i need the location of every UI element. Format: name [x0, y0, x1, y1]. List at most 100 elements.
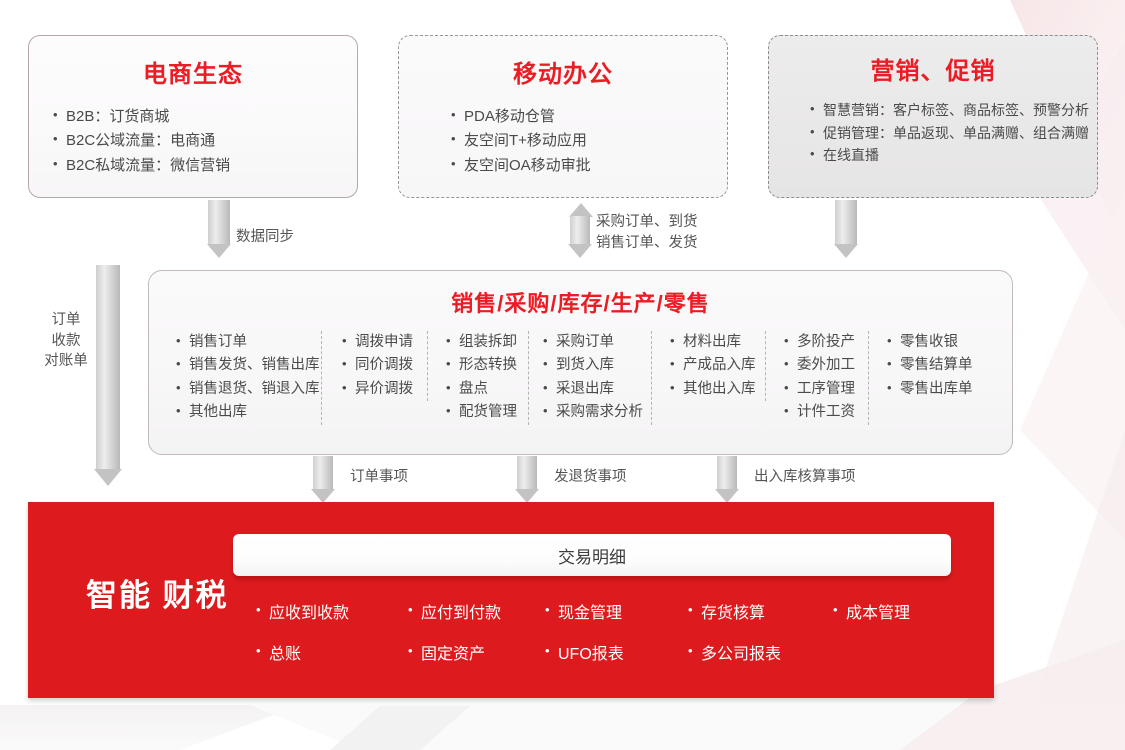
arrow-shaft — [517, 456, 537, 490]
panel-title-intelligent-finance: 智能 财税 — [86, 578, 229, 613]
list-item: 多阶投产 — [784, 330, 861, 354]
list-item: 友空间T+移动应用 — [451, 128, 727, 153]
list-item: 采购订单 — [543, 330, 644, 354]
list-item: 友空间OA移动审批 — [451, 153, 727, 178]
arrow-head-up-icon — [569, 203, 593, 217]
list-item: 零售收银 — [887, 330, 977, 354]
column-items-transfer: 调拨申请 同价调拨 异价调拨 — [342, 330, 420, 401]
column-materials: 材料出库 产成品入库 其他出入库 — [652, 330, 766, 402]
column-items-production: 多阶投产 委外加工 工序管理 计件工资 — [784, 330, 861, 425]
column-items-purchase: 采购订单 到货入库 采退出库 采购需求分析 — [543, 330, 644, 425]
panel-mobile-office[interactable]: 移动办公 PDA移动仓管 友空间T+移动应用 友空间OA移动审批 — [398, 35, 728, 198]
list-item: 调拨申请 — [342, 330, 420, 354]
list-item: 盘点 — [446, 377, 521, 401]
arrow-shaft — [835, 200, 857, 244]
panel-title-mobile-office: 移动办公 — [513, 61, 613, 88]
arrow-label-warehouse-matters: 出入库核算事项 — [754, 469, 856, 485]
column-items-cash: 现金管理 UFO报表 — [545, 593, 688, 676]
list-item: 材料出库 — [670, 330, 758, 354]
list-item: 现金管理 — [545, 593, 688, 635]
panel-intelligent-finance[interactable]: 交易明细 智能 财税 应收到收款 总账 应付到付款 固定资产 现金管理 UFO报… — [28, 502, 994, 698]
arrow-shaft — [96, 265, 120, 469]
list-item: B2C公域流量：电商通 — [53, 128, 357, 153]
list-item: 产成品入库 — [670, 353, 758, 377]
arrow-head-down-icon — [94, 469, 122, 486]
column-items-retail: 零售收银 零售结算单 零售出库单 — [887, 330, 977, 401]
arrow-head-down-icon — [311, 489, 335, 503]
arrow-label-return-matters: 发退货事项 — [554, 469, 627, 485]
list-item: 总账 — [256, 634, 408, 676]
list-item: 存货核算 — [688, 593, 833, 635]
column-production: 多阶投产 委外加工 工序管理 计件工资 — [766, 330, 869, 425]
arrow-label-data-sync: 数据同步 — [236, 229, 294, 245]
list-item: 成本管理 — [833, 593, 953, 635]
list-item: B2C私域流量：微信营销 — [53, 153, 357, 178]
column-items-sales: 销售订单 销售发货、销售出库 销售退货、销退入库 其他出库 — [176, 330, 320, 425]
list-item: 在线直播 — [810, 143, 1097, 167]
column-cash: 现金管理 UFO报表 — [545, 593, 688, 676]
column-purchase: 采购订单 到货入库 采退出库 采购需求分析 — [529, 330, 652, 425]
finance-columns-container: 应收到收款 总账 应付到付款 固定资产 现金管理 UFO报表 存货核算 — [256, 593, 974, 676]
panel-title-ecommerce: 电商生态 — [143, 61, 243, 88]
list-item: 其他出库 — [176, 400, 314, 424]
column-payable: 应付到付款 固定资产 — [408, 593, 545, 676]
list-item: 工序管理 — [784, 377, 861, 401]
list-item: 多公司报表 — [688, 634, 833, 676]
list-item: UFO报表 — [545, 634, 688, 676]
list-item: 配货管理 — [446, 400, 521, 424]
list-item: 到货入库 — [543, 353, 644, 377]
list-item: 促销管理：单品返现、单品满赠、组合满赠 — [810, 121, 1097, 145]
list-item: 委外加工 — [784, 353, 861, 377]
list-item: 固定资产 — [408, 634, 545, 676]
panel-sales-purchase-inventory[interactable]: 销售/采购/库存/生产/零售 销售订单 销售发货、销售出库 销售退货、销退入库 … — [148, 270, 1013, 455]
list-item: 形态转换 — [446, 353, 521, 377]
list-item: 销售退货、销退入库 — [176, 377, 320, 401]
column-items-materials: 材料出库 产成品入库 其他出入库 — [670, 330, 758, 401]
list-item: 组装拆卸 — [446, 330, 521, 354]
arrow-head-down-icon — [515, 489, 539, 503]
transaction-detail-bar[interactable]: 交易明细 — [233, 534, 951, 576]
arrow-shaft — [313, 456, 333, 490]
panel-ecommerce-ecosystem[interactable]: 电商生态 B2B：订货商城 B2C公域流量：电商通 B2C私域流量：微信营销 — [28, 35, 358, 198]
transaction-detail-label: 交易明细 — [558, 547, 626, 567]
panel-title-middle: 销售/采购/库存/生产/零售 — [451, 291, 710, 316]
panel-title-marketing: 营销、促销 — [870, 58, 996, 85]
column-items-payable: 应付到付款 固定资产 — [408, 593, 545, 676]
list-item: 其他出入库 — [670, 377, 758, 401]
column-items-inventory: 存货核算 多公司报表 — [688, 593, 833, 676]
column-retail: 零售收银 零售结算单 零售出库单 — [869, 330, 984, 401]
arrow-head-down-icon — [834, 244, 858, 258]
arrow-head-down-icon — [568, 244, 592, 258]
list-item: 销售订单 — [176, 330, 314, 354]
list-item: 计件工资 — [784, 400, 861, 424]
middle-columns-container: 销售订单 销售发货、销售出库 销售退货、销退入库 其他出库 调拨申请 同价调拨 … — [169, 330, 998, 442]
panel-items-ecommerce: B2B：订货商城 B2C公域流量：电商通 B2C私域流量：微信营销 — [53, 104, 357, 178]
list-item: 异价调拨 — [342, 377, 420, 401]
arrow-head-down-icon — [207, 244, 231, 258]
list-item: PDA移动仓管 — [451, 104, 727, 129]
column-receivable: 应收到收款 总账 — [256, 593, 408, 676]
list-item: 应付到付款 — [408, 593, 545, 635]
column-sales: 销售订单 销售发货、销售出库 销售退货、销退入库 其他出库 — [169, 330, 322, 425]
list-item: 零售结算单 — [887, 353, 977, 377]
column-items-assembly: 组装拆卸 形态转换 盘点 配货管理 — [446, 330, 521, 425]
list-item: 采购需求分析 — [543, 400, 644, 424]
panel-marketing-promotion[interactable]: 营销、促销 智慧营销：客户标签、商品标签、预警分析 促销管理：单品返现、单品满赠… — [768, 35, 1098, 198]
list-item: 零售出库单 — [887, 377, 977, 401]
column-inventory: 存货核算 多公司报表 — [688, 593, 833, 676]
column-transfer: 调拨申请 同价调拨 异价调拨 — [322, 330, 428, 402]
column-cost: 成本管理 — [833, 593, 953, 676]
column-items-receivable: 应收到收款 总账 — [256, 593, 408, 676]
arrow-shaft — [570, 216, 590, 245]
panel-items-mobile-office: PDA移动仓管 友空间T+移动应用 友空间OA移动审批 — [451, 104, 727, 178]
arrow-label-left-flow: 订单 收款 对账单 — [44, 312, 88, 370]
arrow-head-down-icon — [715, 489, 739, 503]
list-item: 同价调拨 — [342, 353, 420, 377]
list-item: 销售发货、销售出库 — [176, 353, 320, 377]
arrow-label-bidirectional: 采购订单、到货 销售订单、发货 — [596, 214, 698, 251]
column-assembly: 组装拆卸 形态转换 盘点 配货管理 — [428, 330, 529, 425]
list-item: 采退出库 — [543, 377, 644, 401]
list-item: B2B：订货商城 — [53, 104, 357, 129]
arrow-shaft — [717, 456, 737, 490]
